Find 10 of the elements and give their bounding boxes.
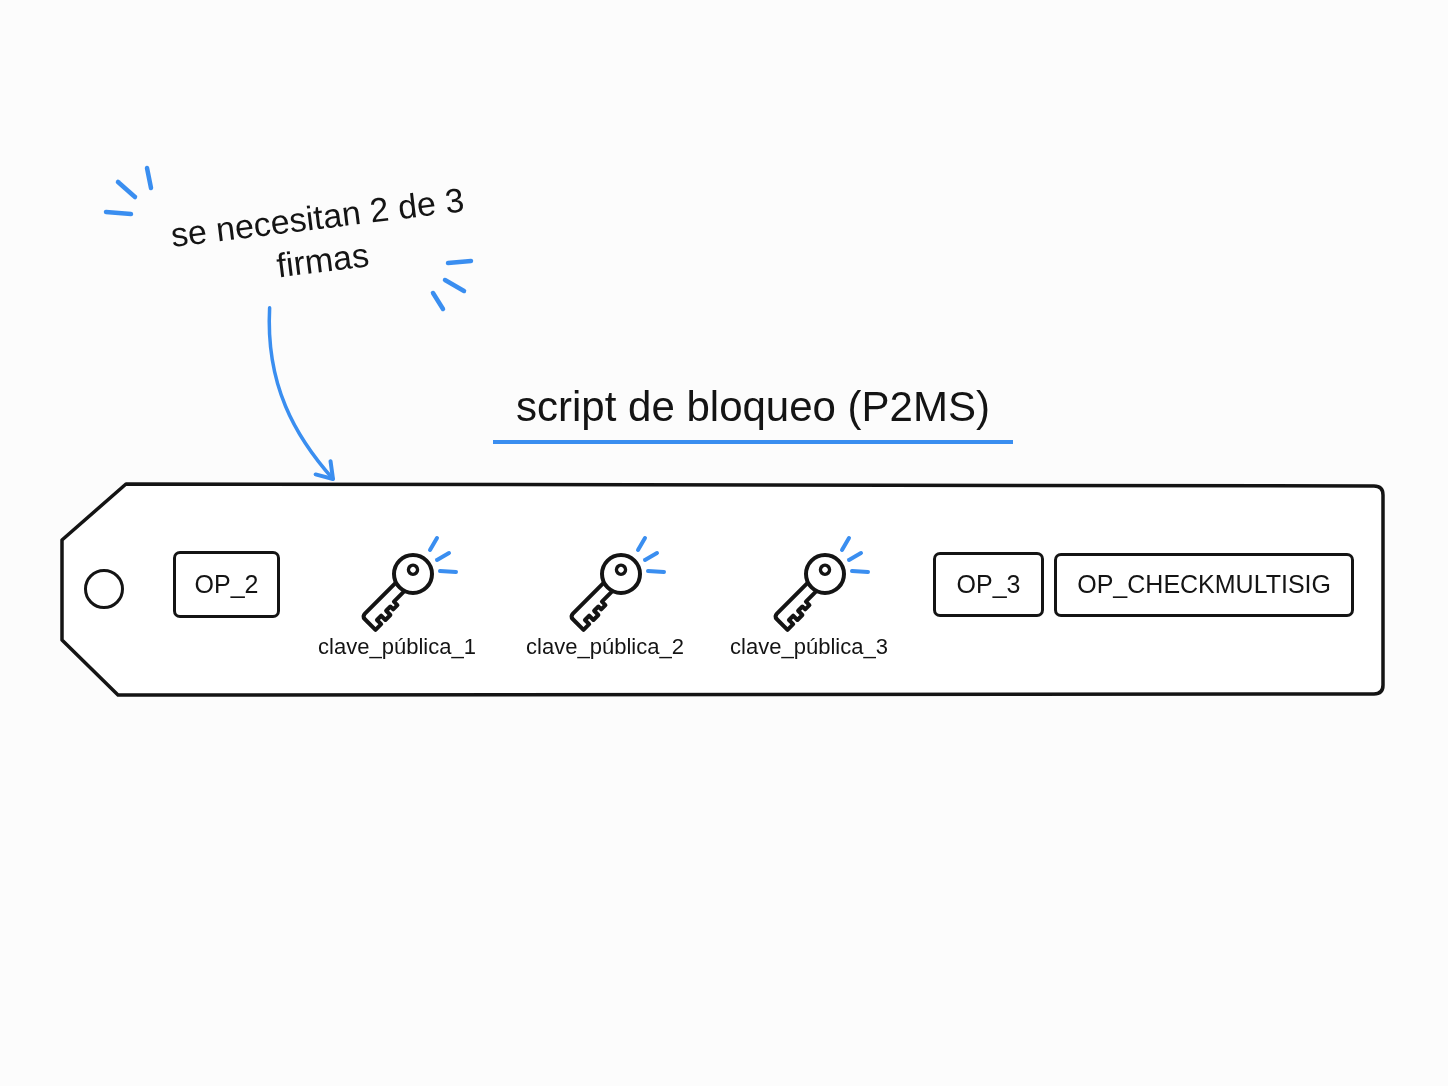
key-label: clave_pública_3 [730, 634, 888, 660]
tag-shape [60, 482, 1385, 697]
title: script de bloqueo (P2MS) [493, 378, 1013, 444]
arrow [267, 306, 335, 481]
note-text: se necesitan 2 de 3 firmas [126, 173, 514, 304]
opcode-box: OP_3 [933, 552, 1044, 617]
key-label: clave_pública_2 [526, 634, 684, 660]
opcode-box: OP_CHECKMULTISIG [1054, 553, 1354, 617]
key-label: clave_pública_1 [318, 634, 476, 660]
opcode-box: OP_2 [173, 551, 280, 618]
